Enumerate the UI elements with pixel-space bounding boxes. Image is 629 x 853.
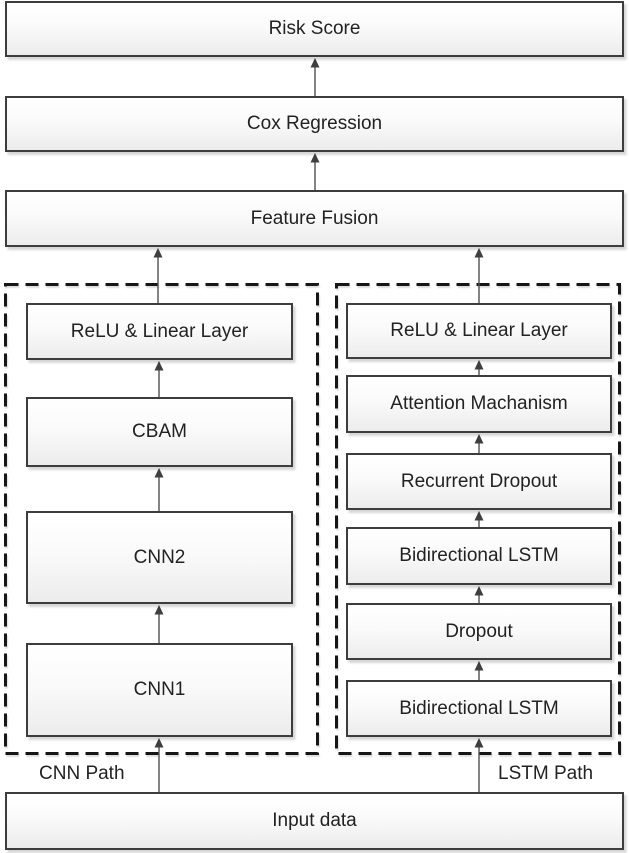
- cbam-node: CBAM: [26, 397, 293, 467]
- arrow-bilstm2-to-dropout: [474, 661, 484, 680]
- arrow-dropout-to-bilstm1: [474, 586, 484, 603]
- lstm-path-label: LSTM Path: [498, 763, 594, 784]
- lstm-path-container: [335, 283, 621, 755]
- arrow-bilstm1-to-rdropout: [474, 511, 484, 527]
- arrow-relu-r-to-fusion: [474, 248, 484, 303]
- bidirectional-lstm-upper-node: Bidirectional LSTM: [346, 527, 612, 585]
- dropout-node: Dropout: [346, 603, 612, 660]
- risk-score-node: Risk Score: [5, 1, 624, 57]
- attention-mechanism-node: Attention Machanism: [346, 375, 612, 433]
- arrow-rdropout-to-attention: [474, 434, 484, 453]
- arrow-fusion-to-cox: [310, 153, 320, 190]
- arrow-cox-to-risk: [310, 58, 320, 96]
- cnn-relu-linear-node: ReLU & Linear Layer: [26, 303, 293, 360]
- cnn-path-label: CNN Path: [39, 763, 125, 784]
- arrow-attention-to-relu-r: [474, 360, 484, 375]
- input-data-node: Input data: [5, 792, 624, 850]
- cnn1-node: CNN1: [26, 643, 293, 737]
- arrow-cnn2-to-cbam: [154, 468, 164, 511]
- cnn-path-container: [4, 283, 319, 755]
- cnn2-node: CNN2: [26, 511, 293, 604]
- arrow-input-to-cnn1: [154, 738, 164, 792]
- arrow-cnn1-to-cnn2: [154, 605, 164, 643]
- arrow-cbam-to-relu-l: [154, 361, 164, 397]
- cox-regression-node: Cox Regression: [5, 96, 624, 152]
- bidirectional-lstm-lower-node: Bidirectional LSTM: [346, 680, 612, 737]
- feature-fusion-node: Feature Fusion: [5, 190, 624, 247]
- arrow-relu-l-to-fusion: [153, 248, 163, 303]
- arrow-input-to-bilstm2: [474, 738, 484, 792]
- recurrent-dropout-node: Recurrent Dropout: [346, 453, 612, 510]
- lstm-relu-linear-node: ReLU & Linear Layer: [346, 303, 612, 359]
